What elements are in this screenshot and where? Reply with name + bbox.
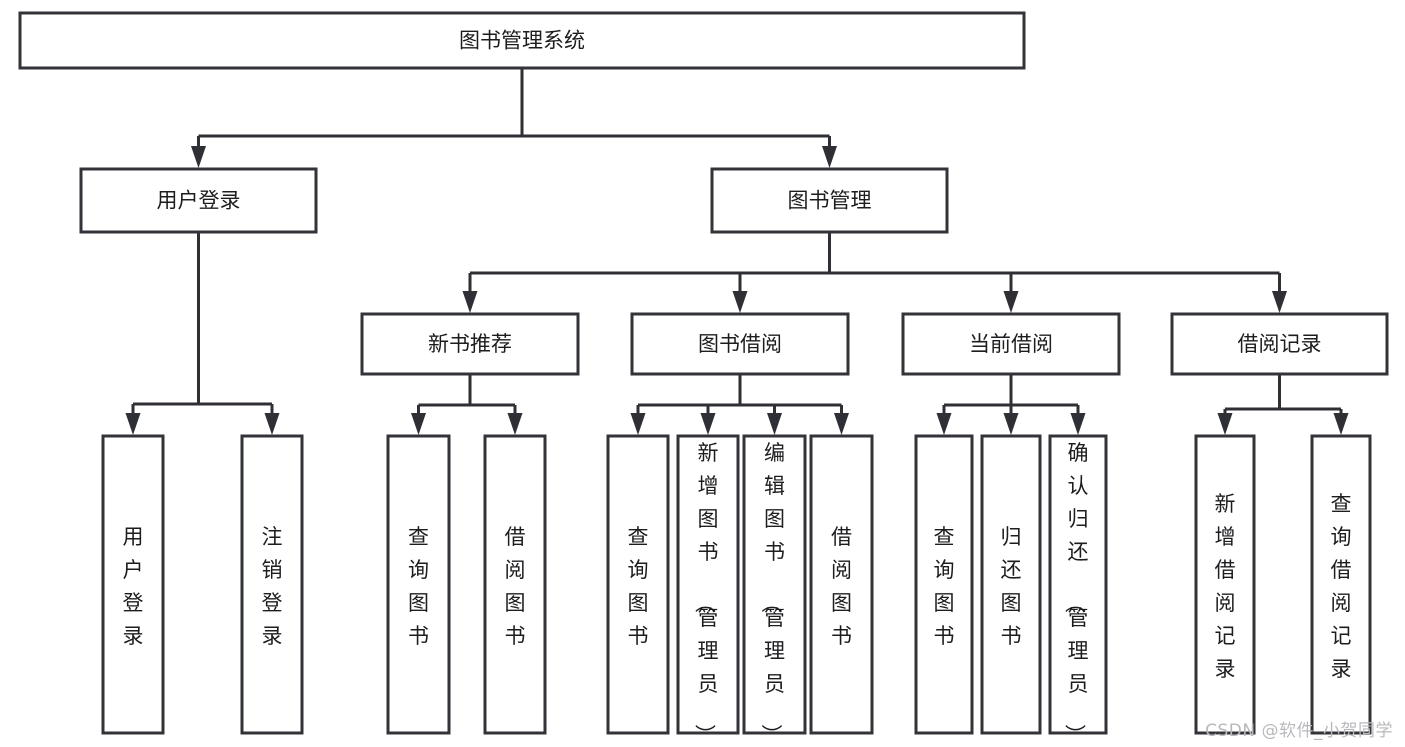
arrow-head-icon — [1003, 291, 1019, 313]
node-box-root[interactable] — [18, 11, 1026, 70]
arrow-head-icon — [1272, 291, 1287, 313]
node-box-leaf-rec-borrow-book[interactable] — [483, 434, 547, 735]
node-new-book-rec[interactable]: 新书推荐 — [360, 312, 580, 376]
node-box-current-borrow[interactable] — [901, 312, 1121, 376]
connector-new-book-rec — [411, 374, 523, 435]
node-label-leaf-bb-edit-book: 编辑图书（管理员） — [759, 441, 785, 745]
connector-current-borrow — [936, 374, 1086, 435]
node-box-leaf-cb-query-book[interactable] — [914, 434, 974, 735]
node-label-leaf-br-add-record: 新增借阅记录 — [1215, 492, 1236, 681]
connector-user-login — [125, 232, 280, 435]
node-leaf-rec-query-book[interactable]: 查询图书 — [386, 434, 451, 735]
node-label-book-borrow: 图书借阅 — [698, 332, 782, 356]
arrow-head-icon — [507, 413, 523, 435]
arrow-head-icon — [462, 291, 478, 313]
connectors-layer — [125, 68, 1349, 435]
node-box-leaf-bb-query-book[interactable] — [606, 434, 670, 735]
node-label-leaf-rec-query-book: 查询图书 — [408, 525, 429, 648]
node-label-leaf-cb-return-book: 归还图书 — [1001, 525, 1022, 648]
node-box-book-borrow[interactable] — [630, 312, 850, 376]
node-box-leaf-br-query-record[interactable] — [1310, 434, 1372, 735]
node-box-leaf-cb-return-book[interactable] — [980, 434, 1042, 735]
node-label-leaf-bb-borrow-book: 借阅图书 — [831, 525, 852, 648]
arrow-head-icon — [125, 413, 141, 435]
node-box-leaf-rec-query-book[interactable] — [386, 434, 451, 735]
arrow-head-icon — [1070, 413, 1086, 435]
arrow-head-icon — [191, 146, 206, 168]
arrow-head-icon — [264, 413, 280, 435]
arrow-head-icon — [732, 291, 748, 313]
arrow-head-icon — [630, 413, 646, 435]
connector-book-borrow — [630, 374, 849, 435]
node-label-borrow-record: 借阅记录 — [1238, 332, 1322, 356]
node-leaf-bb-add-book[interactable]: 新增图书（管理员） — [676, 434, 740, 745]
node-box-borrow-record[interactable] — [1170, 312, 1389, 376]
node-root[interactable]: 图书管理系统 — [18, 11, 1026, 70]
node-book-manage[interactable]: 图书管理 — [710, 167, 949, 234]
nodes-layer: 图书管理系统用户登录图书管理新书推荐图书借阅当前借阅借阅记录用户登录注销登录查询… — [18, 11, 1389, 745]
node-label-current-borrow: 当前借阅 — [969, 332, 1053, 356]
node-label-leaf-bb-query-book: 查询图书 — [628, 525, 649, 648]
node-leaf-logout[interactable]: 注销登录 — [240, 434, 304, 735]
node-label-book-manage: 图书管理 — [788, 189, 872, 213]
node-box-leaf-logout[interactable] — [240, 434, 304, 735]
node-user-login[interactable]: 用户登录 — [79, 167, 318, 234]
arrow-head-icon — [411, 413, 426, 435]
node-label-leaf-cb-confirm-return: 确认归还（管理员） — [1063, 441, 1089, 745]
node-leaf-bb-edit-book[interactable]: 编辑图书（管理员） — [742, 434, 807, 745]
node-box-new-book-rec[interactable] — [360, 312, 580, 376]
arrow-head-icon — [1217, 413, 1233, 435]
node-leaf-br-add-record[interactable]: 新增借阅记录 — [1194, 434, 1256, 735]
node-box-leaf-br-add-record[interactable] — [1194, 434, 1256, 735]
node-label-leaf-rec-borrow-book: 借阅图书 — [505, 525, 526, 648]
node-borrow-record[interactable]: 借阅记录 — [1170, 312, 1389, 376]
node-label-leaf-bb-add-book: 新增图书（管理员） — [693, 441, 719, 745]
node-leaf-cb-confirm-return[interactable]: 确认归还（管理员） — [1048, 434, 1108, 745]
node-box-leaf-user-login[interactable] — [101, 434, 165, 735]
node-box-user-login[interactable] — [79, 167, 318, 234]
node-label-root: 图书管理系统 — [459, 29, 585, 53]
arrow-head-icon — [1333, 413, 1349, 435]
node-box-leaf-cb-confirm-return[interactable] — [1048, 434, 1108, 735]
csdn-watermark: CSDN @软件_小贺同学 — [1205, 721, 1393, 741]
node-leaf-bb-query-book[interactable]: 查询图书 — [606, 434, 670, 735]
node-leaf-br-query-record[interactable]: 查询借阅记录 — [1310, 434, 1372, 735]
node-box-leaf-bb-add-book[interactable] — [676, 434, 740, 735]
node-label-leaf-cb-query-book: 查询图书 — [934, 525, 955, 648]
arrow-head-icon — [822, 146, 837, 168]
node-box-leaf-bb-borrow-book[interactable] — [809, 434, 874, 735]
arrow-head-icon — [767, 413, 782, 435]
arrow-head-icon — [834, 413, 849, 435]
node-leaf-cb-query-book[interactable]: 查询图书 — [914, 434, 974, 735]
node-label-leaf-logout: 注销登录 — [262, 525, 283, 648]
connector-borrow-record — [1217, 374, 1349, 435]
node-leaf-cb-return-book[interactable]: 归还图书 — [980, 434, 1042, 735]
arrow-head-icon — [700, 413, 716, 435]
node-book-borrow[interactable]: 图书借阅 — [630, 312, 850, 376]
node-label-new-book-rec: 新书推荐 — [428, 332, 512, 356]
arrow-head-icon — [1003, 413, 1019, 435]
node-leaf-user-login[interactable]: 用户登录 — [101, 434, 165, 735]
node-leaf-rec-borrow-book[interactable]: 借阅图书 — [483, 434, 547, 735]
node-label-leaf-user-login: 用户登录 — [123, 525, 144, 648]
node-current-borrow[interactable]: 当前借阅 — [901, 312, 1121, 376]
node-leaf-bb-borrow-book[interactable]: 借阅图书 — [809, 434, 874, 735]
node-label-leaf-br-query-record: 查询借阅记录 — [1331, 492, 1352, 681]
arrow-head-icon — [936, 413, 952, 435]
connector-root — [191, 68, 837, 168]
node-label-user-login: 用户登录 — [157, 189, 241, 213]
node-box-book-manage[interactable] — [710, 167, 949, 234]
connector-book-manage — [462, 232, 1287, 313]
node-box-leaf-bb-edit-book[interactable] — [742, 434, 807, 735]
